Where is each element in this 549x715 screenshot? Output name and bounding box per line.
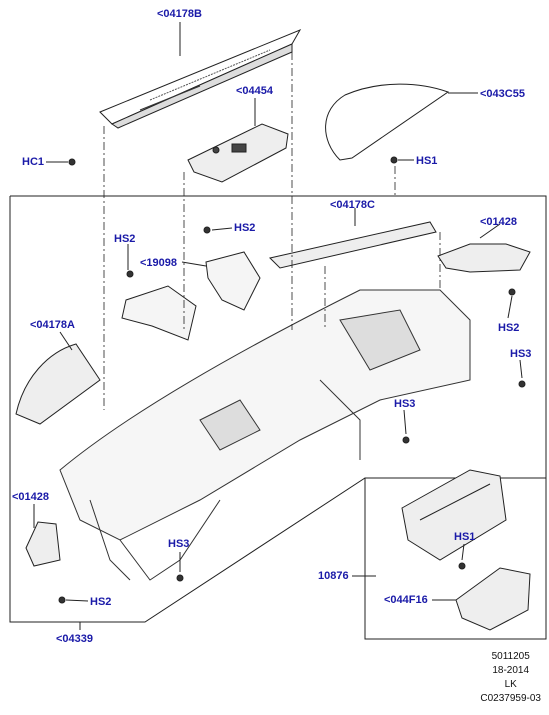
callout-01428-right: <01428 (480, 216, 518, 228)
dashboard-structure (59, 289, 471, 581)
fasteners (58, 156, 526, 604)
instrument-hood-10876 (401, 469, 507, 561)
callout-HS2-left: HS2 (114, 233, 136, 245)
callout-HS1-top: HS1 (416, 155, 438, 167)
bracket-19098-left (121, 285, 197, 341)
callout-04339: <04339 (56, 633, 94, 645)
duct-01428-left (25, 521, 61, 567)
side-cover-04178A (15, 343, 101, 425)
callout-04178C: <04178C (330, 199, 375, 211)
callout-10876: 10876 (318, 570, 349, 582)
callout-04178A: <04178A (30, 319, 75, 331)
panel-04454 (187, 123, 289, 183)
bezel-044F16 (455, 567, 531, 631)
footer-line-4: C0237959-03 (480, 693, 541, 704)
leader-lines (33, 22, 523, 630)
footer-line-3: LK (504, 679, 517, 690)
cover-043C55 (325, 83, 450, 161)
callout-HS2-mid: HS2 (234, 222, 256, 234)
callout-HS2-bottom: HS2 (90, 596, 112, 608)
footer-line-1: 5011205 (491, 651, 530, 662)
callout-HS3-right: HS3 (510, 348, 532, 360)
drawing-reference: 5011205 18-2014 LK C0237959-03 (480, 650, 541, 706)
callout-01428-left: <01428 (12, 491, 50, 503)
alignment-lines (103, 52, 441, 410)
callout-HS2-right: HS2 (498, 322, 520, 334)
footer-line-2: 18-2014 (492, 665, 530, 676)
callout-044F16: <044F16 (384, 594, 428, 606)
duct-01428-right (437, 243, 531, 273)
callout-04178B: <04178B (157, 8, 202, 20)
callout-HC1: HC1 (22, 156, 45, 168)
callout-HS3-left: HS3 (168, 538, 190, 550)
bracket-19098-right (205, 251, 261, 311)
callout-HS1-inset: HS1 (454, 531, 476, 543)
callout-HS3-mid: HS3 (394, 398, 416, 410)
callout-04454: <04454 (236, 85, 274, 97)
callout-043C55: <043C55 (480, 88, 525, 100)
strip-04178C (269, 221, 437, 269)
callout-19098: <19098 (140, 257, 178, 269)
top-cover-04178B (99, 28, 302, 129)
